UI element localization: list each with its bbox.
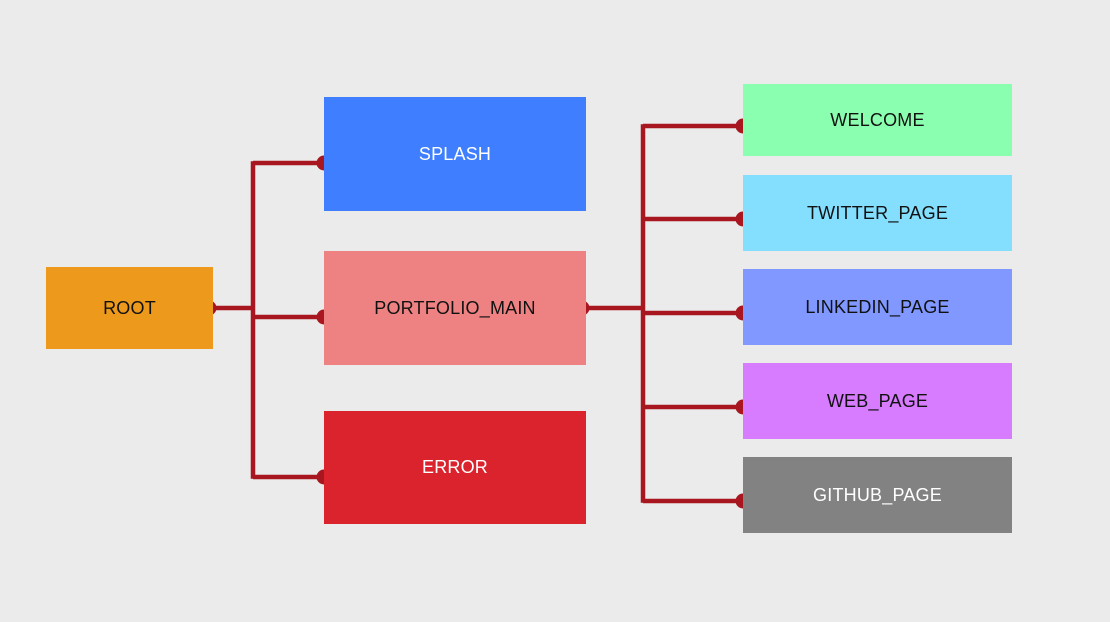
portfolio-main-node-label: PORTFOLIO_MAIN <box>374 297 536 318</box>
error-node-label: ERROR <box>421 457 488 477</box>
github-page-node: GITHUB_PAGE <box>743 457 1012 533</box>
splash-node-label: SPLASH <box>418 143 492 164</box>
github-page-node-label: GITHUB_PAGE <box>813 484 942 505</box>
error-node: ERROR <box>324 411 586 524</box>
splash-node: SPLASH <box>324 97 586 211</box>
portfolio-main-node: PORTFOLIO_MAIN <box>324 251 586 365</box>
web-page-node: WEB_PAGE <box>743 363 1012 439</box>
linkedin-page-node-label: LINKEDIN_PAGE <box>805 296 950 317</box>
web-page-node-label: WEB_PAGE <box>826 390 929 411</box>
welcome-node-label: WELCOME <box>830 109 925 130</box>
welcome-node: WELCOME <box>743 84 1012 156</box>
linkedin-page-node: LINKEDIN_PAGE <box>743 269 1012 345</box>
twitter-page-node: TWITTER_PAGE <box>743 175 1012 251</box>
root-node-label: ROOT <box>103 297 156 318</box>
root-node: ROOT <box>46 267 213 349</box>
twitter-page-node-label: TWITTER_PAGE <box>806 202 949 223</box>
